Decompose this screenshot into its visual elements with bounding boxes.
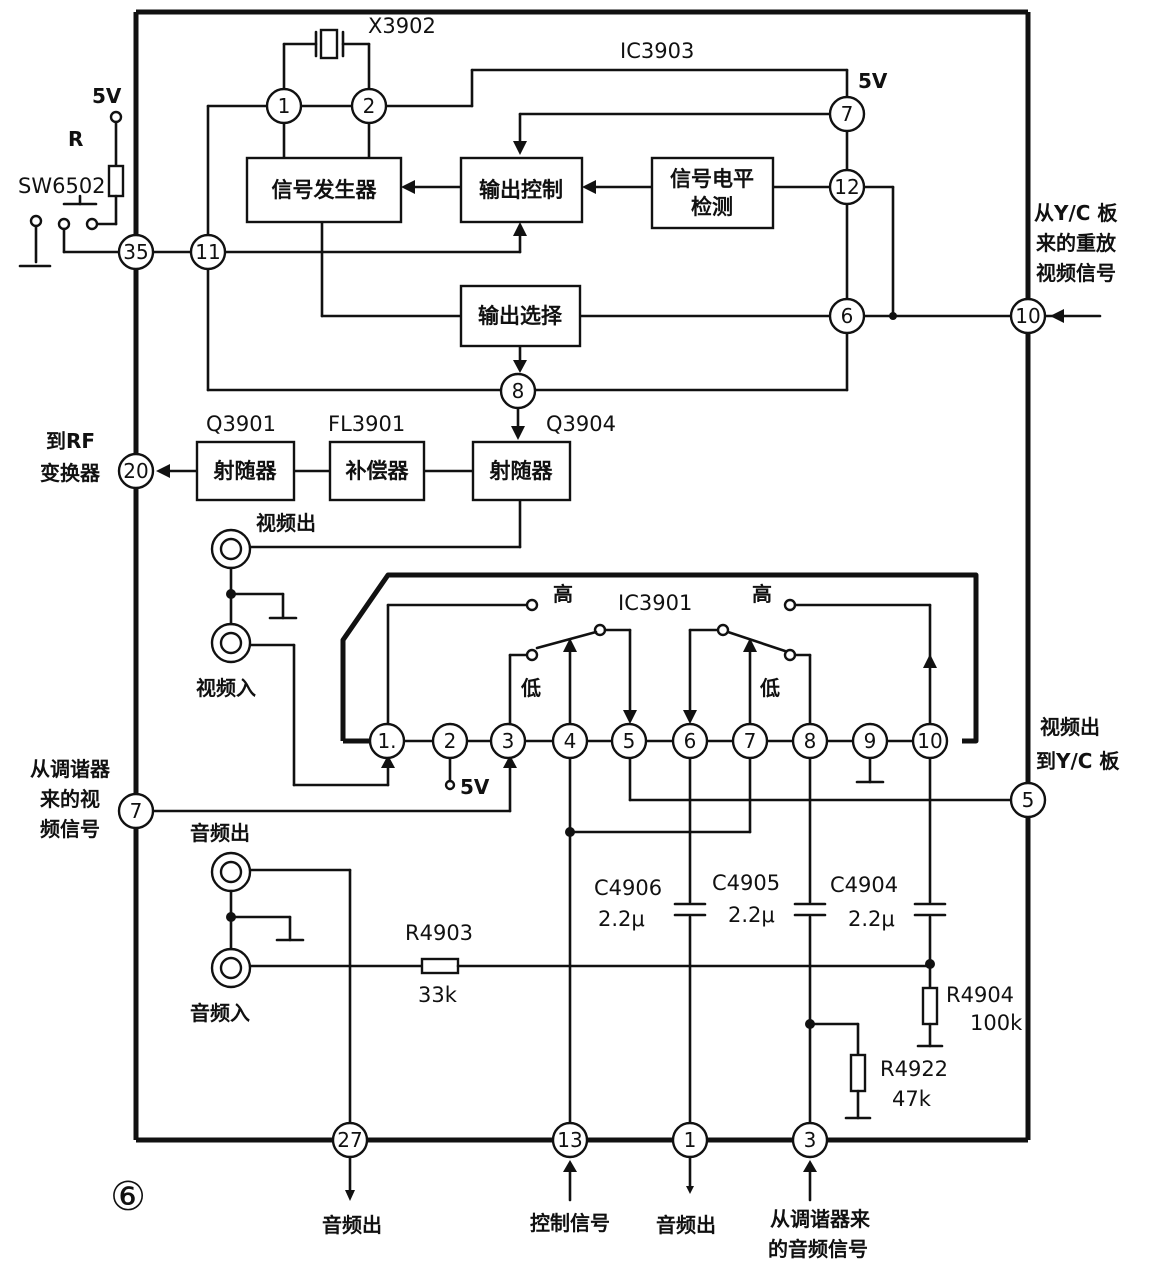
to-rf-label-2: 变换器 — [40, 461, 101, 485]
output-select-label: 输出选择 — [478, 304, 563, 328]
supply-left-label: 5V — [92, 84, 122, 108]
ic3903-pin-2: 2 — [363, 94, 376, 118]
ic3903-label: IC3903 — [620, 39, 694, 63]
video-out-jack-label: 视频出 — [256, 511, 316, 535]
switch-low-right: 低 — [759, 676, 780, 700]
board-pin-10: 10 — [1015, 304, 1040, 328]
supply-ic3903-label: 5V — [858, 69, 888, 93]
resistor-r-label: R — [68, 127, 83, 151]
board-pin-3: 3 — [804, 1128, 817, 1152]
video-in-jack-label: 视频入 — [196, 676, 256, 700]
ic3901-pin-4: 4 — [564, 729, 577, 753]
compensator-label: 补偿器 — [345, 459, 410, 483]
switch-high-left: 高 — [553, 582, 573, 606]
board-pin-1: 1 — [684, 1128, 697, 1152]
ic3901-pin-8: 8 — [804, 729, 817, 753]
crystal-x3902 — [314, 28, 345, 60]
emitter-1-label: 射随器 — [213, 459, 278, 483]
switch-low-left: 低 — [520, 676, 541, 700]
video-out-yc-label-1: 视频出 — [1040, 715, 1100, 739]
figure-number: ⑥ — [110, 1174, 146, 1220]
ic3901-pin-10: 10 — [917, 729, 942, 753]
bottom-arrows — [345, 1155, 817, 1202]
tuner-video-label-3: 频信号 — [40, 817, 100, 841]
to-rf-label-1: 到RF — [46, 429, 95, 453]
block-output-select — [459, 284, 582, 348]
board-pins — [117, 233, 1047, 1159]
block-compensator — [328, 440, 426, 502]
ic3903-pin-1: 1 — [278, 94, 291, 118]
ic3903-wiring — [150, 42, 1102, 549]
ic3901-pin-5: 5 — [623, 729, 636, 753]
block-emitter-follower-2 — [471, 440, 572, 502]
block-level-detect — [650, 156, 775, 230]
bottom-control-signal-label: 控制信号 — [530, 1211, 610, 1235]
bottom-audio-out-label-1: 音频出 — [322, 1213, 382, 1237]
ic3901-pin-6: 6 — [684, 729, 697, 753]
board-pin-5: 5 — [1022, 788, 1035, 812]
q3901-label: Q3901 — [206, 412, 276, 436]
switch-high-right: 高 — [752, 582, 772, 606]
bottom-audio-out-label-2: 音频出 — [656, 1213, 716, 1237]
ic3901-pin-3: 3 — [502, 729, 515, 753]
r4903-value: 33k — [418, 983, 458, 1007]
ic3901-pin-7: 7 — [744, 729, 757, 753]
bottom-tuner-audio-label-2: 的音频信号 — [768, 1237, 868, 1261]
sw6502-circuit — [18, 110, 125, 268]
video-out-yc-label-2: 到Y/C 板 — [1036, 749, 1120, 773]
ic3903-pins — [189, 87, 866, 410]
yc-playback-label-1: 从Y/C 板 — [1034, 201, 1118, 225]
yc-playback-label-2: 来的重放 — [1035, 231, 1117, 255]
ic3901-pin-9: 9 — [864, 729, 877, 753]
ic3901-label: IC3901 — [618, 591, 692, 615]
c4905-value: 2.2μ — [728, 903, 775, 927]
supply-pin2-label: 5V — [460, 775, 490, 799]
board-pin-13: 13 — [557, 1128, 582, 1152]
ic3903-pin-7: 7 — [841, 102, 854, 126]
r4904-label: R4904 — [946, 983, 1014, 1007]
sw6502-label: SW6502 — [18, 174, 106, 198]
yc-playback-label-3: 视频信号 — [1036, 261, 1116, 285]
ic3903-pin-11: 11 — [195, 240, 220, 264]
ic3903-pin-12: 12 — [834, 175, 859, 199]
video-jacks — [210, 528, 298, 664]
block-output-control — [459, 156, 584, 224]
block-signal-generator — [245, 156, 403, 224]
tuner-video-label-2: 来的视 — [39, 787, 100, 811]
audio-jacks — [210, 851, 305, 989]
c4904-value: 2.2μ — [848, 907, 895, 931]
board-pin-27: 27 — [337, 1128, 362, 1152]
ic3901-pins — [368, 722, 949, 760]
c4905-label: C4905 — [712, 871, 780, 895]
c4906-value: 2.2μ — [598, 907, 645, 931]
emitter-2-label: 射随器 — [489, 459, 554, 483]
tuner-video-label-1: 从调谐器 — [30, 757, 111, 781]
board-pin-35: 35 — [123, 240, 148, 264]
ic3901-pin-1: 1. — [377, 729, 396, 753]
audio-out-jack-label: 音频出 — [190, 821, 250, 845]
ic3903-pin-6: 6 — [841, 304, 854, 328]
audio-in-jack-label: 音频入 — [190, 1001, 250, 1025]
signal-generator-label: 信号发生器 — [272, 178, 378, 202]
fl3901-label: FL3901 — [328, 412, 405, 436]
crystal-label: X3902 — [368, 14, 436, 38]
level-detect-label-1: 信号电平 — [670, 167, 754, 191]
r4922-label: R4922 — [880, 1057, 948, 1081]
board-pin-7: 7 — [130, 799, 143, 823]
bottom-tuner-audio-label-1: 从调谐器来 — [770, 1207, 871, 1231]
ic3903-pin-8: 8 — [512, 379, 525, 403]
r4922-value: 47k — [892, 1087, 932, 1111]
c4906-label: C4906 — [594, 876, 662, 900]
board-pin-20: 20 — [123, 459, 148, 483]
r4904-value: 100k — [970, 1011, 1023, 1035]
q3904-label: Q3904 — [546, 412, 616, 436]
ic3901-pin-2: 2 — [444, 729, 457, 753]
block-emitter-follower-1 — [195, 440, 296, 502]
r4903-label: R4903 — [405, 921, 473, 945]
ic3901-wiring — [150, 572, 1014, 1126]
c4904-label: C4904 — [830, 873, 898, 897]
level-detect-label-2: 检测 — [691, 195, 733, 219]
output-control-label: 输出控制 — [479, 178, 563, 202]
